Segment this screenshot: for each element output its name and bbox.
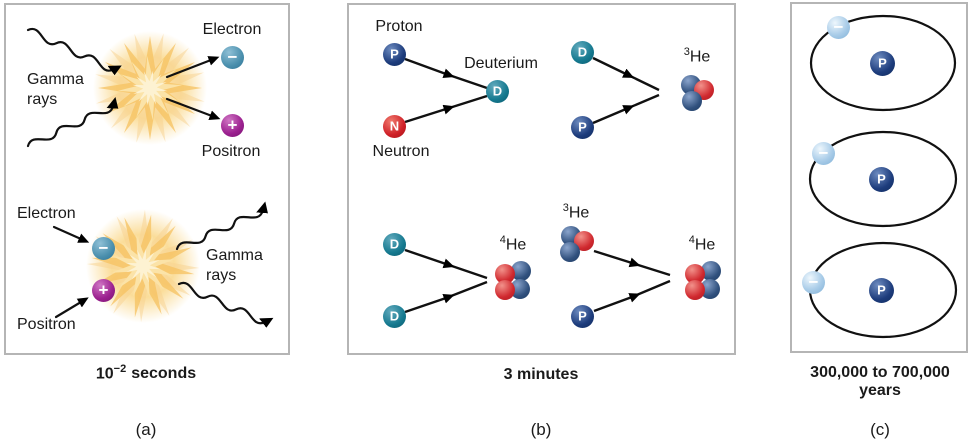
cluster-proton-ball [510, 279, 530, 299]
gamma-rays-label: Gamma rays [206, 247, 263, 284]
cluster-neutron-ball [685, 264, 705, 284]
gamma-ray-wave-icon [27, 96, 119, 149]
orbiting-electron-ball: − [827, 16, 850, 39]
minus-icon: − [808, 272, 819, 292]
arrow-to-electron [165, 56, 220, 79]
deuterium-ball: D [383, 305, 406, 328]
orbit-ellipse [809, 14, 957, 112]
helium-4-label: 4He [688, 234, 716, 254]
panel-c-letter: (c) [870, 420, 890, 439]
panel-c-caption: 300,000 to 700,000 years [810, 364, 950, 399]
cluster-proton-ball [701, 261, 721, 281]
minus-icon: − [833, 17, 844, 37]
orbiting-electron-ball: − [812, 142, 835, 165]
cluster-proton-ball [682, 91, 702, 111]
cluster-neutron-ball [495, 264, 515, 284]
proton-ball: P [571, 305, 594, 328]
proton-ball: P [869, 278, 894, 303]
positron-ball: + [221, 114, 244, 137]
helium-3-label: 3He [683, 46, 711, 66]
reaction-arrow [592, 93, 660, 125]
orbit-ellipse [808, 130, 958, 228]
positron-label: Positron [201, 143, 261, 160]
deuterium-ball: D [486, 80, 509, 103]
electron-ball: − [92, 237, 115, 260]
positron-ball: + [92, 279, 115, 302]
starburst-icon [65, 188, 221, 344]
cluster-proton-ball [700, 279, 720, 299]
reaction-arrow [592, 56, 660, 92]
helium-4-label: 4He [499, 234, 527, 254]
cluster-proton-ball [511, 261, 531, 281]
arrow-to-positron [54, 297, 89, 319]
electron-label: Electron [17, 205, 76, 222]
panel-b-letter: (b) [530, 420, 552, 439]
gamma-ray-wave-icon [176, 201, 268, 252]
panel-b-caption: 3 minutes [503, 366, 579, 383]
proton-label: Proton [375, 18, 423, 35]
arrow-to-electron [52, 225, 90, 243]
proton-ball: P [870, 51, 895, 76]
panel-a-letter: (a) [135, 420, 157, 439]
minus-icon: − [227, 47, 238, 67]
plus-icon: + [227, 115, 238, 135]
neutron-label: Neutron [372, 143, 430, 160]
reaction-arrow [404, 248, 488, 280]
cluster-neutron-ball [685, 280, 705, 300]
cluster-proton-ball [560, 242, 580, 262]
minus-icon: − [818, 143, 829, 163]
positron-label: Positron [17, 316, 76, 333]
proton-ball: P [571, 116, 594, 139]
reaction-arrow [404, 57, 488, 90]
gamma-ray-wave-icon [178, 281, 274, 328]
cluster-neutron-ball [574, 231, 594, 251]
deuterium-label: Deuterium [464, 55, 538, 72]
gamma-ray-wave-icon [27, 27, 122, 76]
helium-3-label: 3He [562, 202, 590, 222]
reaction-arrow [593, 279, 671, 313]
cluster-neutron-ball [495, 280, 515, 300]
neutron-ball: N [383, 115, 406, 138]
reaction-arrow [404, 94, 488, 124]
deuterium-ball: D [571, 41, 594, 64]
minus-icon: − [98, 238, 109, 258]
gamma-rays-label: Gamma rays [27, 71, 84, 108]
electron-ball: − [221, 46, 244, 69]
electron-label: Electron [202, 21, 262, 38]
proton-ball: P [383, 43, 406, 66]
deuterium-ball: D [383, 233, 406, 256]
proton-ball: P [869, 167, 894, 192]
orbiting-electron-ball: − [802, 271, 825, 294]
arrow-to-positron [165, 97, 221, 120]
plus-icon: + [98, 280, 109, 300]
reaction-arrow [593, 249, 671, 277]
starburst-icon [81, 19, 219, 157]
reaction-arrow [404, 280, 488, 314]
